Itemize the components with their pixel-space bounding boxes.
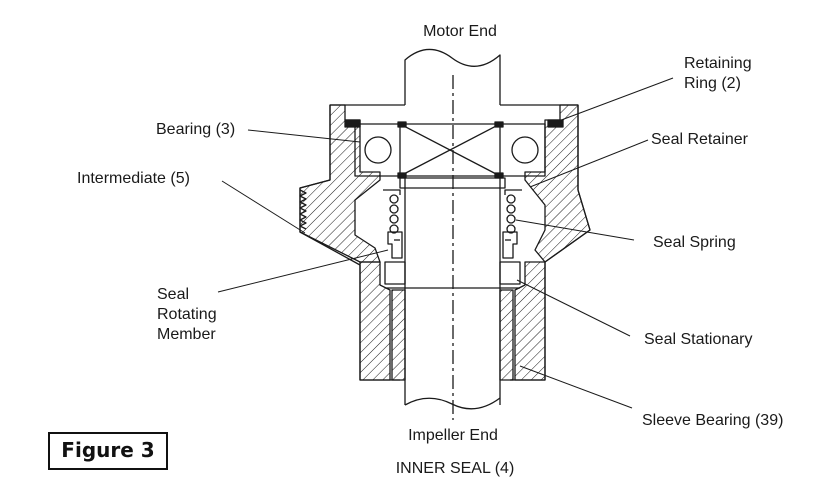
label-seal-rotating-member: Seal Rotating Member <box>157 285 217 345</box>
seal-spring-left <box>389 194 399 234</box>
seal-retainer-left <box>383 189 401 195</box>
figure-number-badge: Figure 3 <box>48 432 168 470</box>
bearing-ball-left <box>364 136 392 164</box>
label-intermediate: Intermediate (5) <box>77 170 190 187</box>
seal-stationary-right <box>499 261 521 285</box>
bearing-block <box>354 123 546 177</box>
seal-retainer-right <box>504 189 522 195</box>
seal-stationary-left <box>384 261 406 285</box>
label-motor-end: Motor End <box>423 23 497 40</box>
label-seal-stationary: Seal Stationary <box>644 331 753 348</box>
seal-rotating-member-left <box>387 231 403 259</box>
housing-hatch-left-upper <box>299 104 381 263</box>
sleeve-bearing-right <box>499 289 514 381</box>
intermediate-threads <box>299 189 307 230</box>
figure-caption: INNER SEAL (4) <box>395 460 515 477</box>
housing-hatch-right-lower <box>514 261 546 381</box>
label-retaining-ring-line1: Retaining <box>684 55 752 72</box>
label-seal-rotating-member-line1: Seal <box>157 286 190 303</box>
label-seal-retainer: Seal Retainer <box>651 131 748 148</box>
leader-lines <box>217 77 674 409</box>
label-sleeve-bearing: Sleeve Bearing (39) <box>642 412 784 429</box>
label-seal-rotating-member-line3: Member <box>157 326 216 343</box>
retaining-ring-left <box>344 119 361 128</box>
label-seal-spring: Seal Spring <box>653 234 736 251</box>
sleeve-bearing-left <box>391 289 406 381</box>
label-impeller-end: Impeller End <box>408 427 498 444</box>
seal-spring-right <box>506 194 516 234</box>
seal-rotating-member-right <box>502 231 518 259</box>
shaft-bottom-break <box>404 397 501 410</box>
label-retaining-ring-line2: Ring (2) <box>684 75 741 92</box>
label-retaining-ring: Retaining Ring (2) <box>684 54 752 94</box>
shaft-collar <box>399 177 506 189</box>
label-seal-rotating-member-line2: Rotating <box>157 306 217 323</box>
housing-hatch-left-lower <box>359 261 391 381</box>
housing-hatch-right-upper <box>524 104 591 263</box>
bearing-ball-right <box>511 136 539 164</box>
retaining-ring-shaft-right <box>494 121 504 128</box>
retaining-ring-right <box>547 119 564 128</box>
label-bearing: Bearing (3) <box>156 121 236 138</box>
shaft-top-break <box>404 48 501 105</box>
retaining-ring-shaft-left <box>397 121 407 128</box>
